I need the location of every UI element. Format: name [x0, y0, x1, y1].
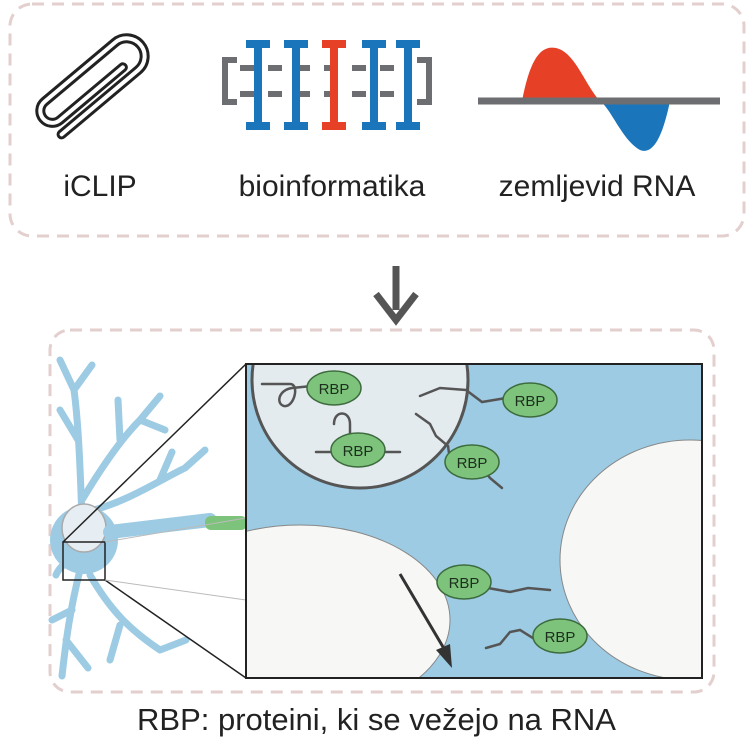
rbp-protein: RBP — [330, 432, 386, 468]
rbp-protein: RBP — [436, 564, 492, 600]
caption: RBP: proteini, ki se vežejo na RNA — [137, 702, 616, 737]
rna-map-icon — [478, 47, 720, 151]
rbp-label: RBP — [343, 443, 374, 460]
rbp-label: RBP — [515, 393, 546, 410]
transport-arrow-icon — [398, 573, 452, 668]
rna-map-label: zemljevid RNA — [498, 170, 696, 203]
down-arrow-icon — [373, 266, 419, 326]
cell-body-right — [559, 439, 702, 678]
rbp-label: RBP — [319, 381, 350, 398]
bottom-panel-border — [48, 328, 716, 694]
zoom-panel — [245, 363, 703, 679]
axon-segment — [205, 516, 247, 530]
rbp-protein: RBP — [502, 382, 558, 418]
top-panel-border — [8, 2, 746, 238]
cell-body-bottom-left — [246, 524, 451, 678]
bioinformatics-icon — [222, 40, 432, 130]
bioinformatics-label: bioinformatika — [238, 170, 426, 203]
iclip-label: iCLIP — [63, 170, 137, 203]
rbp-protein: RBP — [532, 618, 588, 654]
paperclip-icon — [35, 33, 150, 140]
nucleus-region — [250, 364, 470, 490]
rbp-protein: RBP — [444, 444, 500, 480]
zoom-source-box — [62, 541, 106, 581]
rbp-label: RBP — [545, 629, 576, 646]
neuron-illustration — [48, 356, 217, 680]
rbp-label: RBP — [449, 575, 480, 592]
rbp-protein: RBP — [306, 370, 362, 406]
rbp-label: RBP — [457, 455, 488, 472]
